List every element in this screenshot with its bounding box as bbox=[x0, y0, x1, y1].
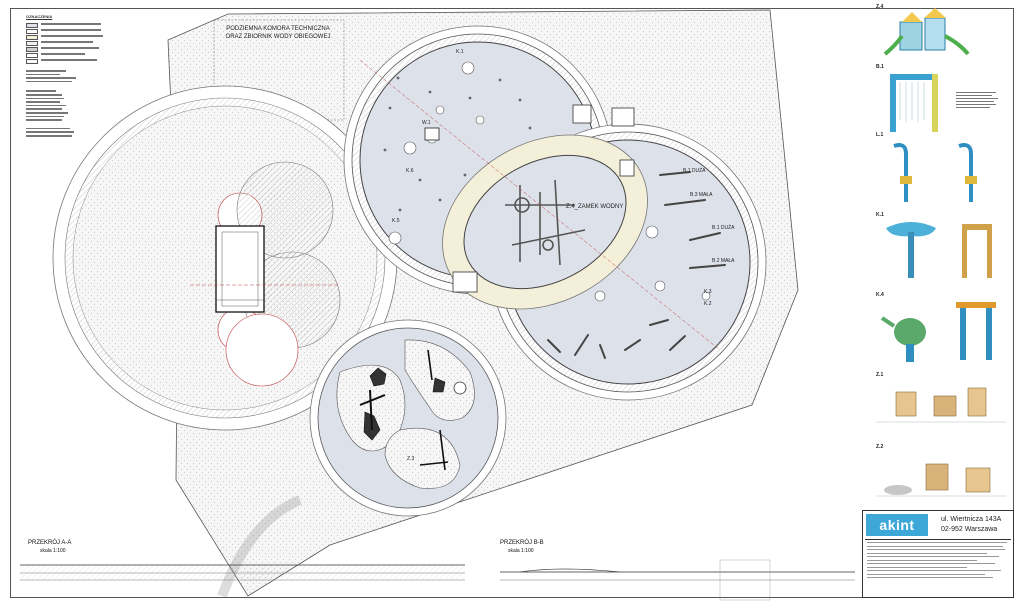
section-b-title: PRZEKRÓJ B-B bbox=[500, 540, 544, 546]
label-k1: K.1 bbox=[456, 49, 464, 55]
site-plan: PODZIEMNA KOMORA TECHNICZNA ORAZ ZBIORNI… bbox=[20, 9, 855, 601]
legend: OZNACZENIA bbox=[26, 14, 136, 139]
play-tower-circle bbox=[453, 381, 467, 395]
equip-code-z4: Z.4 bbox=[876, 4, 884, 10]
section-line-b bbox=[359, 59, 721, 351]
connector-1 bbox=[572, 104, 592, 124]
label-w1: W.1 bbox=[422, 120, 431, 126]
label-b2-mala: B.2 MAŁA bbox=[712, 258, 735, 264]
equip-k4-image bbox=[880, 302, 996, 362]
label-z3: Z.3 bbox=[407, 456, 414, 462]
w1-element bbox=[424, 127, 440, 141]
section-a-title: PRZEKRÓJ A-A bbox=[28, 540, 72, 546]
equip-code-k4: K.4 bbox=[876, 292, 884, 298]
technical-room-label-1: PODZIEMNA KOMORA TECHNICZNA bbox=[226, 26, 330, 32]
equip-code-l1: L.1 bbox=[876, 132, 884, 138]
connector-4 bbox=[619, 159, 635, 177]
service-building-inner bbox=[221, 231, 259, 307]
play-equipment bbox=[359, 349, 449, 471]
section-b-scale: skala 1:100 bbox=[508, 548, 534, 554]
equip-code-z2: Z.2 bbox=[876, 444, 884, 450]
equip-b1-image bbox=[890, 74, 938, 132]
technical-room-label-2: ORAZ ZBIORNIK WODY OBIEGOWEJ bbox=[226, 34, 331, 40]
equip-code-k1: K.1 bbox=[876, 212, 884, 218]
label-k3: K.3 bbox=[704, 289, 712, 295]
lobe-small bbox=[225, 313, 299, 387]
label-k2: K.2 bbox=[704, 301, 712, 307]
equipment-column: Z.4 B.1 L.1 bbox=[862, 0, 1014, 510]
label-k6: K.6 bbox=[406, 168, 414, 174]
equip-z2-image bbox=[876, 463, 1006, 497]
company-address-city: 02-952 Warszawa bbox=[941, 526, 998, 533]
upper-pool-nozzles bbox=[383, 76, 532, 212]
sheet-frame bbox=[10, 8, 1014, 598]
equip-code-b1: B.1 bbox=[876, 64, 884, 70]
legend-row bbox=[26, 58, 136, 64]
equip-code-z1: Z.1 bbox=[876, 372, 884, 378]
label-b1-duza-a: B.1 DUŻA bbox=[683, 167, 706, 174]
legend-title: OZNACZENIA bbox=[26, 14, 53, 19]
equip-k1-image bbox=[886, 222, 992, 278]
equip-z4-image bbox=[883, 8, 970, 56]
label-b1-duza-b: B.1 DUŻA bbox=[712, 224, 735, 231]
title-block-fields bbox=[865, 539, 1011, 598]
castle-pool bbox=[463, 154, 627, 290]
legend-row bbox=[26, 46, 136, 52]
section-b-drawing bbox=[500, 559, 855, 601]
castle-label: Z.4_ZAMEK WODNY bbox=[566, 204, 623, 210]
legend-row bbox=[26, 22, 136, 28]
title-block: akint ul. Wiertnicza 143A 02-952 Warszaw… bbox=[862, 510, 1014, 598]
section-a-drawing bbox=[20, 564, 465, 581]
connector-2 bbox=[611, 107, 635, 127]
company-address-street: ul. Wiertnicza 143A bbox=[941, 516, 1002, 523]
connector-3 bbox=[452, 271, 478, 293]
equip-notes-b1 bbox=[956, 92, 998, 110]
legend-row bbox=[26, 34, 136, 40]
company-logo: akint bbox=[866, 514, 928, 536]
label-b3-mala: B.3 MAŁA bbox=[690, 192, 713, 198]
service-building bbox=[215, 225, 265, 313]
label-k5: K.5 bbox=[392, 218, 400, 224]
legend-row bbox=[26, 40, 136, 46]
legend-row bbox=[26, 28, 136, 34]
right-pool-fountains bbox=[594, 225, 711, 302]
section-a-scale: skala 1:100 bbox=[40, 548, 66, 554]
right-pool-benches bbox=[547, 171, 726, 359]
legend-row bbox=[26, 52, 136, 58]
equip-l1-image bbox=[893, 143, 977, 202]
equip-z1-image bbox=[876, 387, 1006, 423]
